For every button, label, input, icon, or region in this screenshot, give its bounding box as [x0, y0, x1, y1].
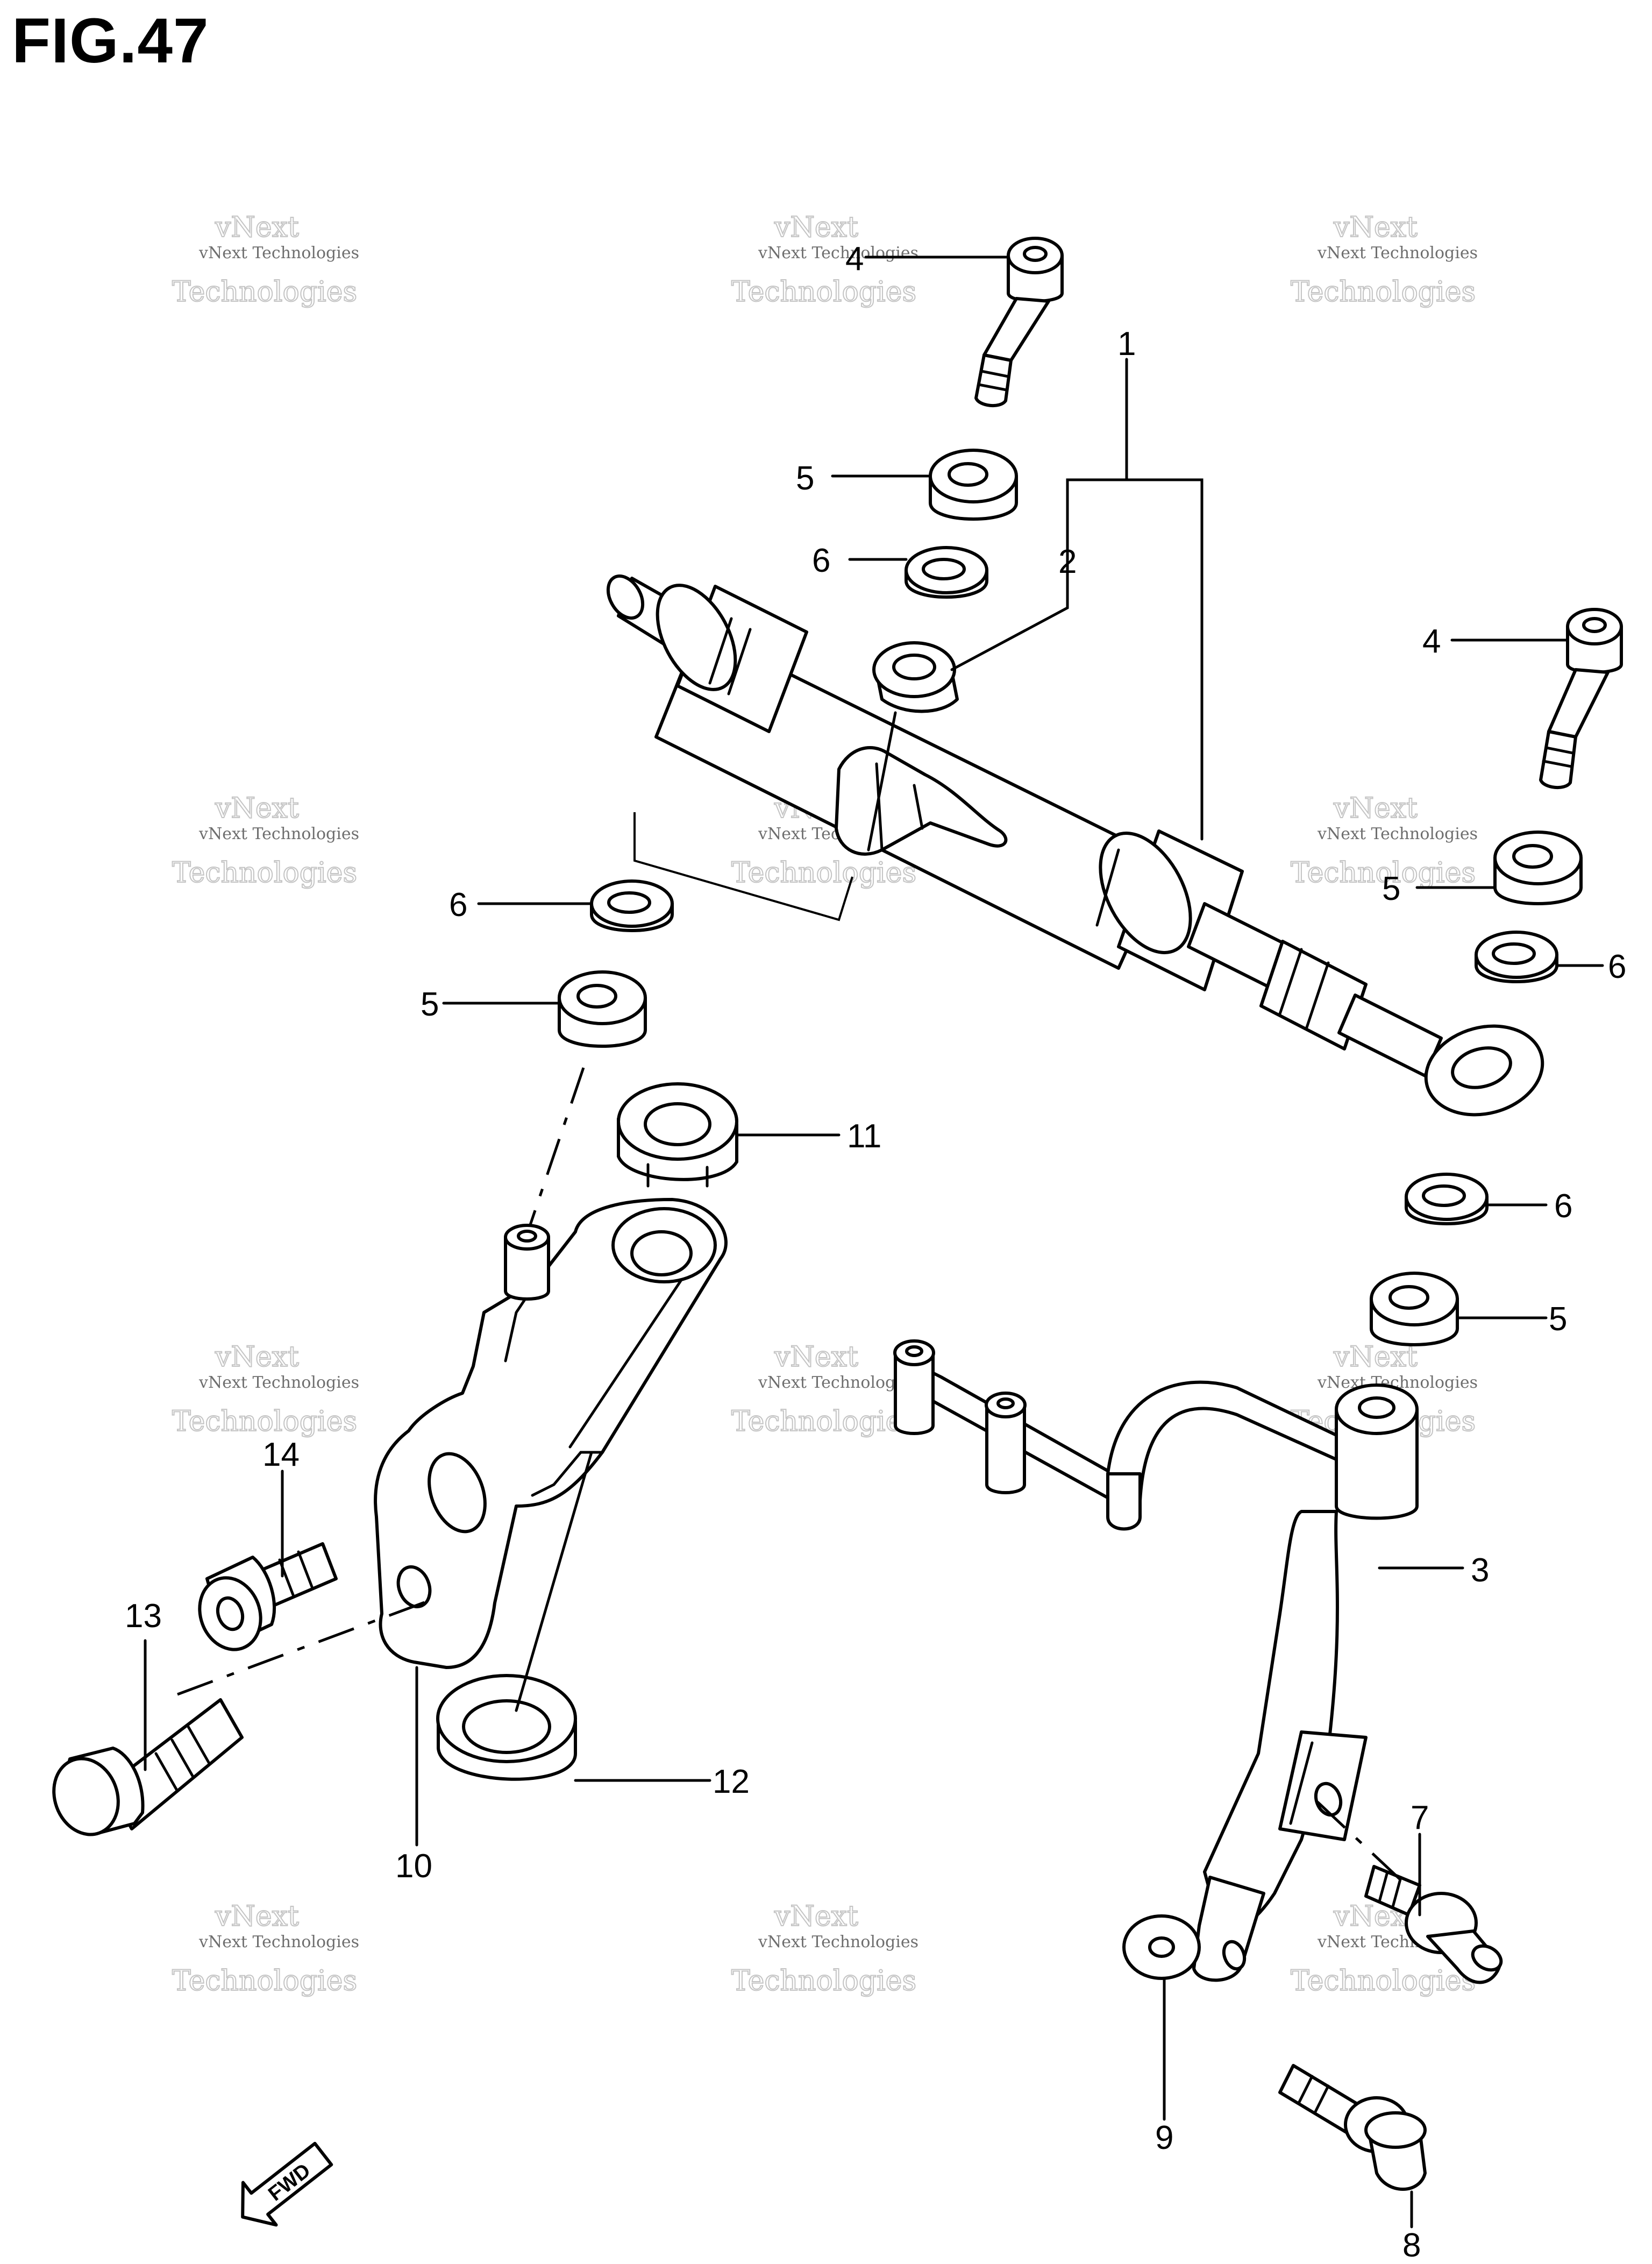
- watermark-line: vNext Technologies: [198, 1933, 359, 1951]
- watermark-word-technologies: Technologies: [731, 857, 916, 889]
- watermark-word-technologies: Technologies: [1291, 1965, 1476, 1997]
- watermark-8: vNext Technologies vNext Technologies: [731, 1340, 918, 1438]
- bolt-part-14: [198, 1542, 338, 1651]
- watermark-3: vNext Technologies vNext Technologies: [1290, 211, 1478, 309]
- callout-6-d: 6: [1554, 1188, 1572, 1225]
- bolt-part-13: [52, 1698, 244, 1836]
- callout-5-c: 5: [1382, 870, 1400, 907]
- nut-part-11: [617, 1082, 738, 1188]
- watermark-word-vnext: vNext: [215, 211, 299, 244]
- bolt-part-4-right: [1539, 608, 1623, 790]
- callout-7: 7: [1411, 1799, 1429, 1836]
- washer-part-6-a: [905, 546, 988, 599]
- watermark-word-vnext: vNext: [1333, 792, 1418, 825]
- watermark-word-vnext: vNext: [1333, 211, 1418, 244]
- spacer-part-5-a: [929, 449, 1018, 521]
- watermark-line: vNext Technologies: [198, 244, 359, 262]
- bolt-part-8: [1278, 2064, 1427, 2191]
- washer-part-6-c: [1475, 931, 1558, 983]
- fwd-arrow-icon: FWD: [241, 2141, 333, 2227]
- watermark-line: vNext Technologies: [1317, 825, 1478, 843]
- collar-part-12: [436, 1674, 577, 1781]
- callout-14: 14: [262, 1436, 300, 1473]
- watermark-line: vNext Technologies: [758, 244, 918, 262]
- leader-lines: [144, 256, 1604, 2228]
- washer-part-9: [1122, 1914, 1201, 1980]
- grommet-part-2: [872, 641, 959, 713]
- watermarks: vNext Technologies vNext Technologies vN…: [172, 211, 1478, 1998]
- washer-part-6-d: [1405, 1173, 1489, 1225]
- callout-4-right: 4: [1422, 623, 1441, 660]
- bolt-part-7: [1364, 1865, 1503, 1984]
- watermark-word-technologies: Technologies: [1291, 857, 1476, 889]
- watermark-word-technologies: Technologies: [172, 857, 357, 889]
- watermark-word-technologies: Technologies: [172, 276, 357, 308]
- watermark-10: vNext Technologies vNext Technologies: [172, 1900, 359, 1998]
- watermark-word-technologies: Technologies: [1291, 276, 1476, 308]
- watermark-word-technologies: Technologies: [731, 1965, 916, 1997]
- watermark-line: vNext Technologies: [758, 1373, 918, 1392]
- callouts: 1 2 3 4 4 5 5 5 5 6 6 6 6 7 8 9 10 11 12…: [125, 240, 1626, 2264]
- watermark-word-vnext: vNext: [774, 1900, 858, 1933]
- callout-11: 11: [847, 1118, 881, 1155]
- callout-13: 13: [125, 1598, 162, 1635]
- callout-5-b: 5: [421, 986, 439, 1023]
- watermark-line: vNext Technologies: [198, 1373, 359, 1392]
- watermark-11: vNext Technologies vNext Technologies: [731, 1900, 918, 1998]
- callout-4-top: 4: [845, 240, 864, 278]
- watermark-word-technologies: Technologies: [172, 1965, 357, 1997]
- spacer-part-5-b: [558, 970, 647, 1048]
- callout-1: 1: [1117, 325, 1136, 363]
- callout-2: 2: [1058, 543, 1077, 580]
- watermark-1: vNext Technologies vNext Technologies: [172, 211, 359, 309]
- watermark-2: vNext Technologies vNext Technologies: [731, 211, 918, 309]
- callout-5-d: 5: [1549, 1301, 1567, 1338]
- watermark-word-vnext: vNext: [774, 211, 858, 244]
- watermark-word-vnext: vNext: [215, 1341, 299, 1373]
- watermark-word-vnext: vNext: [215, 1900, 299, 1933]
- watermark-line: vNext Technologies: [198, 825, 359, 843]
- watermark-word-technologies: Technologies: [731, 1406, 916, 1438]
- watermark-7: vNext Technologies vNext Technologies: [172, 1340, 359, 1438]
- callout-3: 3: [1471, 1552, 1489, 1589]
- watermark-line: vNext Technologies: [758, 1933, 918, 1951]
- stay-part-3: [893, 1339, 1419, 1982]
- bolt-part-4-top: [974, 237, 1064, 408]
- watermark-word-technologies: Technologies: [731, 276, 916, 308]
- watermark-word-technologies: Technologies: [172, 1406, 357, 1438]
- callout-5-a: 5: [796, 460, 814, 497]
- callout-8: 8: [1402, 2227, 1421, 2264]
- bracket-part-10: [374, 1198, 728, 1669]
- callout-10: 10: [395, 1848, 432, 1885]
- callout-6-a: 6: [812, 542, 830, 579]
- washer-part-6-b: [590, 879, 674, 932]
- watermark-word-vnext: vNext: [1333, 1341, 1418, 1373]
- spacer-part-5-d: [1370, 1272, 1459, 1346]
- spacer-part-5-c: [1493, 831, 1583, 905]
- callout-9: 9: [1155, 2119, 1173, 2156]
- watermark-word-vnext: vNext: [215, 792, 299, 825]
- assembly-lines: [177, 711, 1405, 1884]
- callout-12: 12: [713, 1763, 750, 1800]
- steering-damper-part-1: [606, 574, 1544, 1117]
- callout-6-c: 6: [1608, 948, 1626, 985]
- callout-6-b: 6: [449, 886, 467, 924]
- watermark-word-vnext: vNext: [774, 1341, 858, 1373]
- watermark-4: vNext Technologies vNext Technologies: [172, 792, 359, 890]
- watermark-6: vNext Technologies vNext Technologies: [1290, 792, 1478, 890]
- watermark-line: vNext Technologies: [1317, 244, 1478, 262]
- figure-title: FIG.47: [12, 5, 209, 76]
